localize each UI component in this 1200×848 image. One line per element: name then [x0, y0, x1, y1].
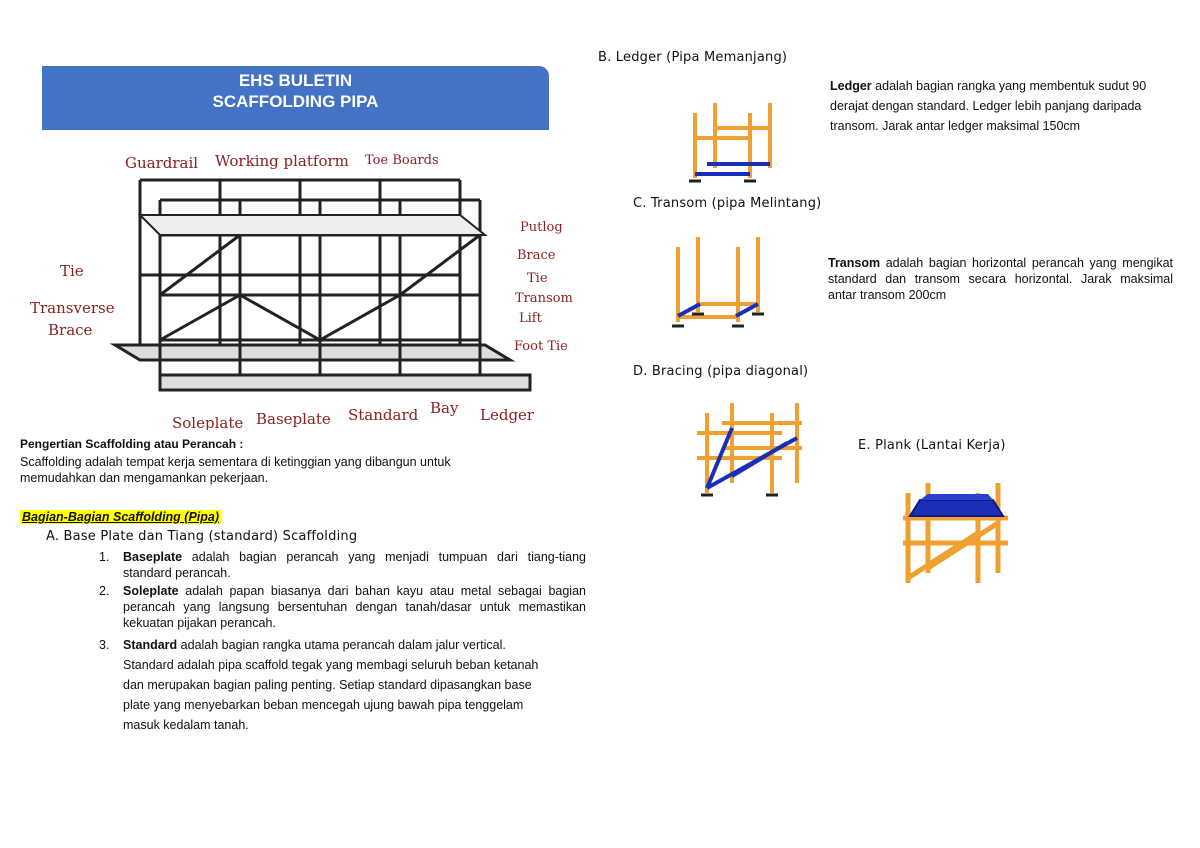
- section-b-text: Ledger adalah bagian rangka yang membent…: [830, 79, 1147, 133]
- banner-subtitle: SCAFFOLDING PIPA: [212, 92, 379, 111]
- label-soleplate: Soleplate: [172, 414, 243, 430]
- label-foot-tie: Foot Tie: [514, 339, 568, 354]
- transom-illustration: [672, 237, 764, 328]
- label-lift: Lift: [519, 311, 543, 326]
- section-e-title: E. Plank (Lantai Kerja): [858, 438, 1006, 453]
- label-standard: Standard: [348, 406, 419, 424]
- label-tie-right: Tie: [527, 271, 548, 286]
- label-toe-boards: Toe Boards: [365, 153, 439, 168]
- banner-title: EHS BULETIN: [238, 71, 353, 90]
- bracing-illustration: [697, 403, 802, 497]
- label-brace: Brace: [517, 248, 556, 263]
- list-item: 2. Soleplate adalah papan biasanya dari …: [99, 584, 586, 630]
- list-item: 3. Standard adalah bagian rangka utama p…: [99, 638, 539, 732]
- definition-body: Scaffolding adalah tempat kerja sementar…: [20, 455, 451, 485]
- label-putlog: Putlog: [520, 220, 563, 235]
- label-bay: Bay: [430, 399, 459, 417]
- list-item: 1. Baseplate adalah bagian perancah yang…: [99, 550, 586, 580]
- section-d-title: D. Bracing (pipa diagonal): [633, 364, 809, 379]
- definition-title: Pengertian Scaffolding atau Perancah :: [20, 437, 244, 451]
- section-b-title: B. Ledger (Pipa Memanjang): [598, 50, 788, 65]
- parts-title: Bagian-Bagian Scaffolding (Pipa): [20, 510, 222, 524]
- section-a-title: A. Base Plate dan Tiang (standard) Scaff…: [46, 529, 358, 544]
- label-guardrail: Guardrail: [125, 154, 198, 172]
- ledger-illustration: [689, 103, 772, 183]
- label-transverse: Transverse: [30, 299, 115, 317]
- bulletin-banner: EHS BULETIN SCAFFOLDING PIPA: [42, 66, 549, 130]
- label-brace-left: Brace: [48, 321, 93, 339]
- label-working-platform: Working platform: [215, 152, 349, 170]
- plank-illustration: [903, 483, 1008, 583]
- label-baseplate: Baseplate: [256, 410, 331, 428]
- scaffolding-diagram: Guardrail Working platform Toe Boards Pu…: [30, 152, 573, 430]
- section-c-title: C. Transom (pipa Melintang): [633, 196, 822, 211]
- label-transom: Transom: [515, 291, 573, 306]
- section-c-text: Transom adalah bagian horizontal peranca…: [828, 256, 1173, 302]
- label-tie-left: Tie: [60, 262, 84, 280]
- label-ledger: Ledger: [480, 406, 535, 424]
